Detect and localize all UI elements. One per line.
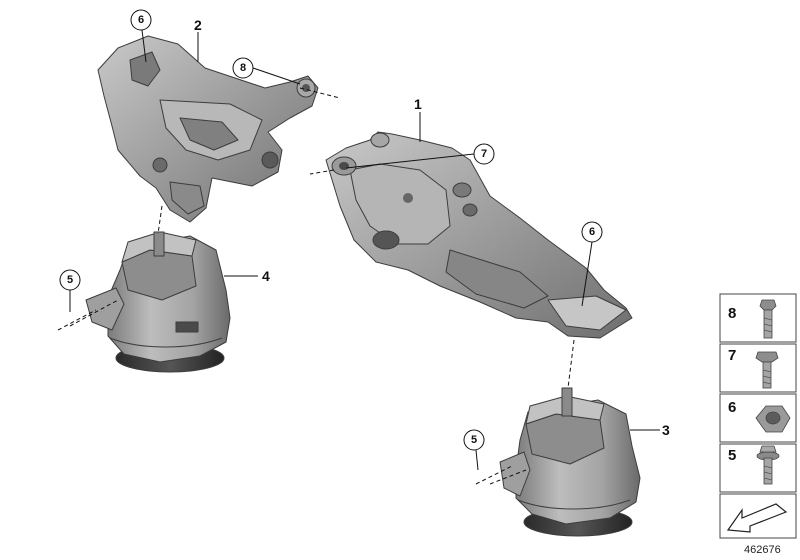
engine-mount-left	[85, 231, 231, 373]
legend-row-5: 5	[719, 443, 797, 493]
engine-mount-right	[499, 387, 641, 537]
flange-bolt-icon	[756, 445, 780, 485]
legend-row-8: 8	[719, 293, 797, 343]
parts-legend: 8 7 6	[719, 293, 797, 539]
bolt-icon	[755, 351, 779, 389]
legend-row-6: 6	[719, 393, 797, 443]
engine-support-bracket-left	[97, 35, 319, 223]
legend-label-6: 6	[728, 399, 736, 416]
legend-label-8: 8	[728, 305, 736, 322]
legend-label-7: 7	[728, 347, 736, 364]
callout-6-top: 6	[138, 14, 144, 26]
callout-3: 3	[662, 422, 670, 438]
arrow-icon	[726, 503, 788, 533]
callout-7: 7	[481, 148, 487, 160]
callout-8: 8	[240, 62, 246, 74]
leader-lines	[57, 29, 660, 485]
callout-5-left: 5	[67, 274, 73, 286]
document-id: 462676	[744, 544, 781, 556]
engine-support-bracket-right	[325, 131, 633, 339]
hex-nut-icon	[755, 405, 791, 433]
callouts: 1 2 3 4 5 5 6 6 7 8	[59, 9, 670, 451]
legend-row-7: 7	[719, 343, 797, 393]
callout-2: 2	[194, 17, 202, 33]
bolt-icon	[759, 299, 777, 339]
callout-6-right: 6	[589, 226, 595, 238]
legend-footer	[719, 493, 797, 539]
callout-4: 4	[262, 268, 270, 284]
callout-5-right: 5	[471, 434, 477, 446]
legend-label-5: 5	[728, 447, 736, 464]
callout-1: 1	[414, 96, 422, 112]
